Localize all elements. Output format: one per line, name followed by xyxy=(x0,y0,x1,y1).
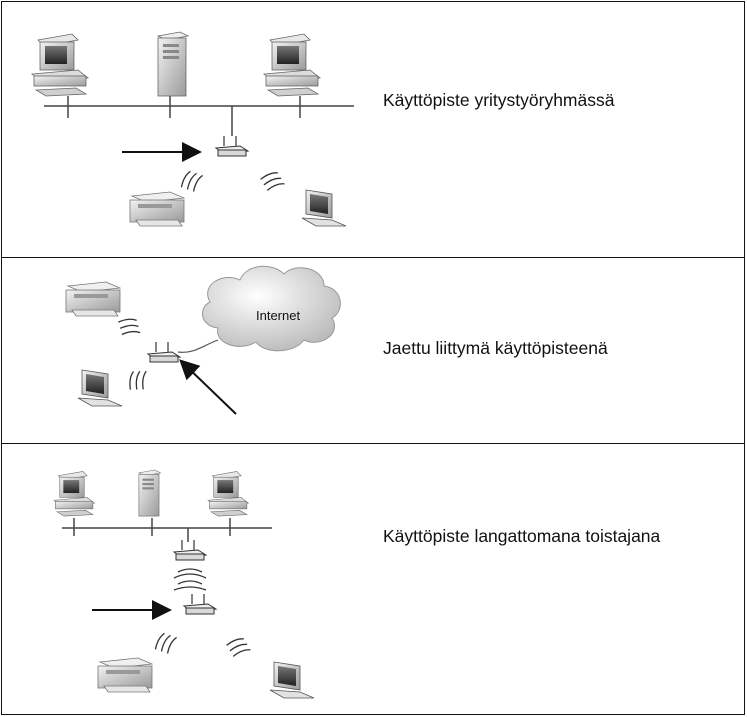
printer-icon xyxy=(97,657,153,693)
row-corporate-workgroup: Käyttöpiste yritystyöryhmässä xyxy=(2,2,744,258)
wireless-waves-icon xyxy=(150,629,182,658)
laptop-icon xyxy=(269,661,315,699)
wireless-waves-icon xyxy=(223,633,254,662)
access-point-icon xyxy=(173,539,207,561)
shared-connection-illustration: Internet xyxy=(65,265,341,415)
wireless-waves-icon xyxy=(113,311,146,344)
connection-line xyxy=(177,339,219,353)
row-shared-connection: Internet Jaettu liittymä käyttöpisteenä xyxy=(2,258,744,444)
corporate-workgroup-illustration xyxy=(31,31,354,227)
printer-icon xyxy=(129,191,185,227)
wireless-repeater-illustration xyxy=(53,469,315,699)
wireless-waves-icon xyxy=(257,167,288,196)
row-caption: Käyttöpiste yritystyöryhmässä xyxy=(383,90,615,110)
laptop-icon xyxy=(77,369,123,407)
access-point-icon xyxy=(215,135,249,157)
server-tower-icon xyxy=(138,469,161,517)
row-wireless-repeater: Käyttöpiste langattomana toistajana xyxy=(2,444,744,716)
arrow-icon xyxy=(179,359,237,415)
printer-icon xyxy=(65,281,121,317)
desktop-computer-icon xyxy=(31,33,89,97)
row-caption: Käyttöpiste langattomana toistajana xyxy=(383,526,661,546)
wireless-waves-icon xyxy=(173,568,207,591)
cloud-label: Internet xyxy=(256,308,300,323)
wireless-waves-icon xyxy=(176,167,208,196)
desktop-computer-icon xyxy=(53,471,95,517)
desktop-computer-icon xyxy=(263,33,321,97)
wireless-waves-icon xyxy=(122,364,155,397)
access-point-icon xyxy=(147,341,181,363)
access-point-icon xyxy=(183,593,217,615)
internet-cloud-icon: Internet xyxy=(202,265,341,352)
laptop-icon xyxy=(301,189,347,227)
server-tower-icon xyxy=(157,31,189,97)
desktop-computer-icon xyxy=(207,471,249,517)
row-caption: Jaettu liittymä käyttöpisteenä xyxy=(383,338,608,358)
